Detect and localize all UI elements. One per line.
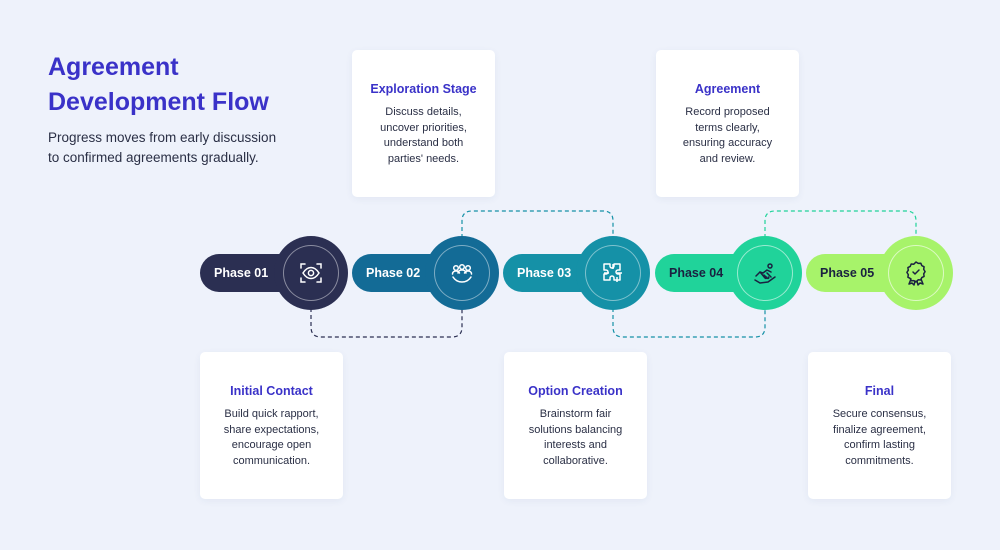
- phase-03-card-line: solutions balancing: [528, 423, 623, 436]
- phase-01-card-body: Build quick rapport, share expectations,…: [200, 407, 343, 469]
- phase-02-card: Exploration Stage Discuss details, uncov…: [352, 50, 495, 197]
- phase-05-card-title: Final: [864, 384, 895, 398]
- phase-04-label: Phase 04: [669, 266, 724, 280]
- subtitle-line-1: Progress moves from early discussion: [48, 130, 277, 145]
- phase-03-disk: [585, 245, 641, 301]
- phase-05-label: Phase 05: [820, 266, 875, 280]
- phase-05-card-line: commitments.: [845, 454, 914, 467]
- award-icon: [906, 261, 926, 286]
- phase-04-card: Agreement Record proposed terms clearly,…: [656, 50, 799, 197]
- handshake-icon: [754, 263, 776, 284]
- phase-04-card-line: ensuring accuracy: [682, 137, 773, 149]
- phase-01-card-line: communication.: [232, 454, 311, 467]
- phase-01-card: Initial Contact Build quick rapport, sha…: [200, 352, 343, 499]
- connector-phase01-phase02: [310, 308, 463, 338]
- phase-04-card-title: Agreement: [694, 82, 761, 96]
- phase-05-card-line: confirm lasting: [844, 439, 915, 451]
- phase-04-card-body: Record proposed terms clearly, ensuring …: [656, 105, 799, 167]
- eye-icon: [300, 263, 322, 283]
- phase-02-card-line: Discuss details,: [385, 106, 462, 118]
- phase-04-card-line: Record proposed: [685, 106, 770, 118]
- phase-02-card-title: Exploration Stage: [370, 82, 477, 96]
- phase-04-card-line: and review.: [699, 152, 756, 165]
- phase-03-card-title: Option Creation: [528, 384, 623, 398]
- phase-01-label: Phase 01: [214, 266, 269, 280]
- page-subtitle: Progress moves from early discussion to …: [48, 128, 276, 168]
- phase-01-card-line: share expectations,: [223, 423, 320, 436]
- connector-phase03-phase04: [612, 308, 766, 338]
- team-icon: [451, 263, 473, 283]
- phase-04-card-line: terms clearly,: [695, 121, 760, 134]
- puzzle-icon: [603, 263, 622, 282]
- phase-03-card-line: interests and: [544, 439, 607, 451]
- phase-03-label: Phase 03: [517, 266, 572, 280]
- phase-05-card-line: finalize agreement,: [833, 423, 926, 436]
- phase-05-card-line: Secure consensus,: [832, 408, 927, 420]
- phase-05-card-body: Secure consensus, finalize agreement, co…: [808, 407, 951, 469]
- phase-02-card-body: Discuss details, uncover priorities, und…: [352, 105, 495, 167]
- phase-05-disk: [888, 245, 944, 301]
- phase-02-disk: [434, 245, 490, 301]
- phase-02-label: Phase 02: [366, 266, 421, 280]
- title-line-2: Development Flow: [48, 88, 269, 116]
- connector-phase04-phase05: [764, 210, 917, 238]
- phase-01-disk: [283, 245, 339, 301]
- phase-01-card-line: encourage open: [231, 439, 312, 451]
- subtitle-line-2: to confirmed agreements gradually.: [48, 150, 259, 165]
- connector-phase02-phase03: [461, 210, 614, 238]
- phase-03-card: Option Creation Brainstorm fair solution…: [504, 352, 647, 499]
- phase-01-card-line: Build quick rapport,: [224, 408, 319, 420]
- phase-05-card: Final Secure consensus, finalize agreeme…: [808, 352, 951, 499]
- phase-03-card-line: Brainstorm fair: [539, 408, 612, 420]
- title-line-1: Agreement: [48, 53, 179, 81]
- phase-04-disk: [737, 245, 793, 301]
- phase-02-card-line: parties' needs.: [387, 152, 460, 165]
- phase-03-card-body: Brainstorm fair solutions balancing inte…: [504, 407, 647, 469]
- phase-02-card-line: understand both: [383, 137, 464, 149]
- phase-01-card-title: Initial Contact: [230, 384, 313, 398]
- phase-02-card-line: uncover priorities,: [380, 121, 467, 134]
- page-title: Agreement Development Flow: [48, 50, 269, 120]
- phase-03-card-line: collaborative.: [543, 454, 608, 467]
